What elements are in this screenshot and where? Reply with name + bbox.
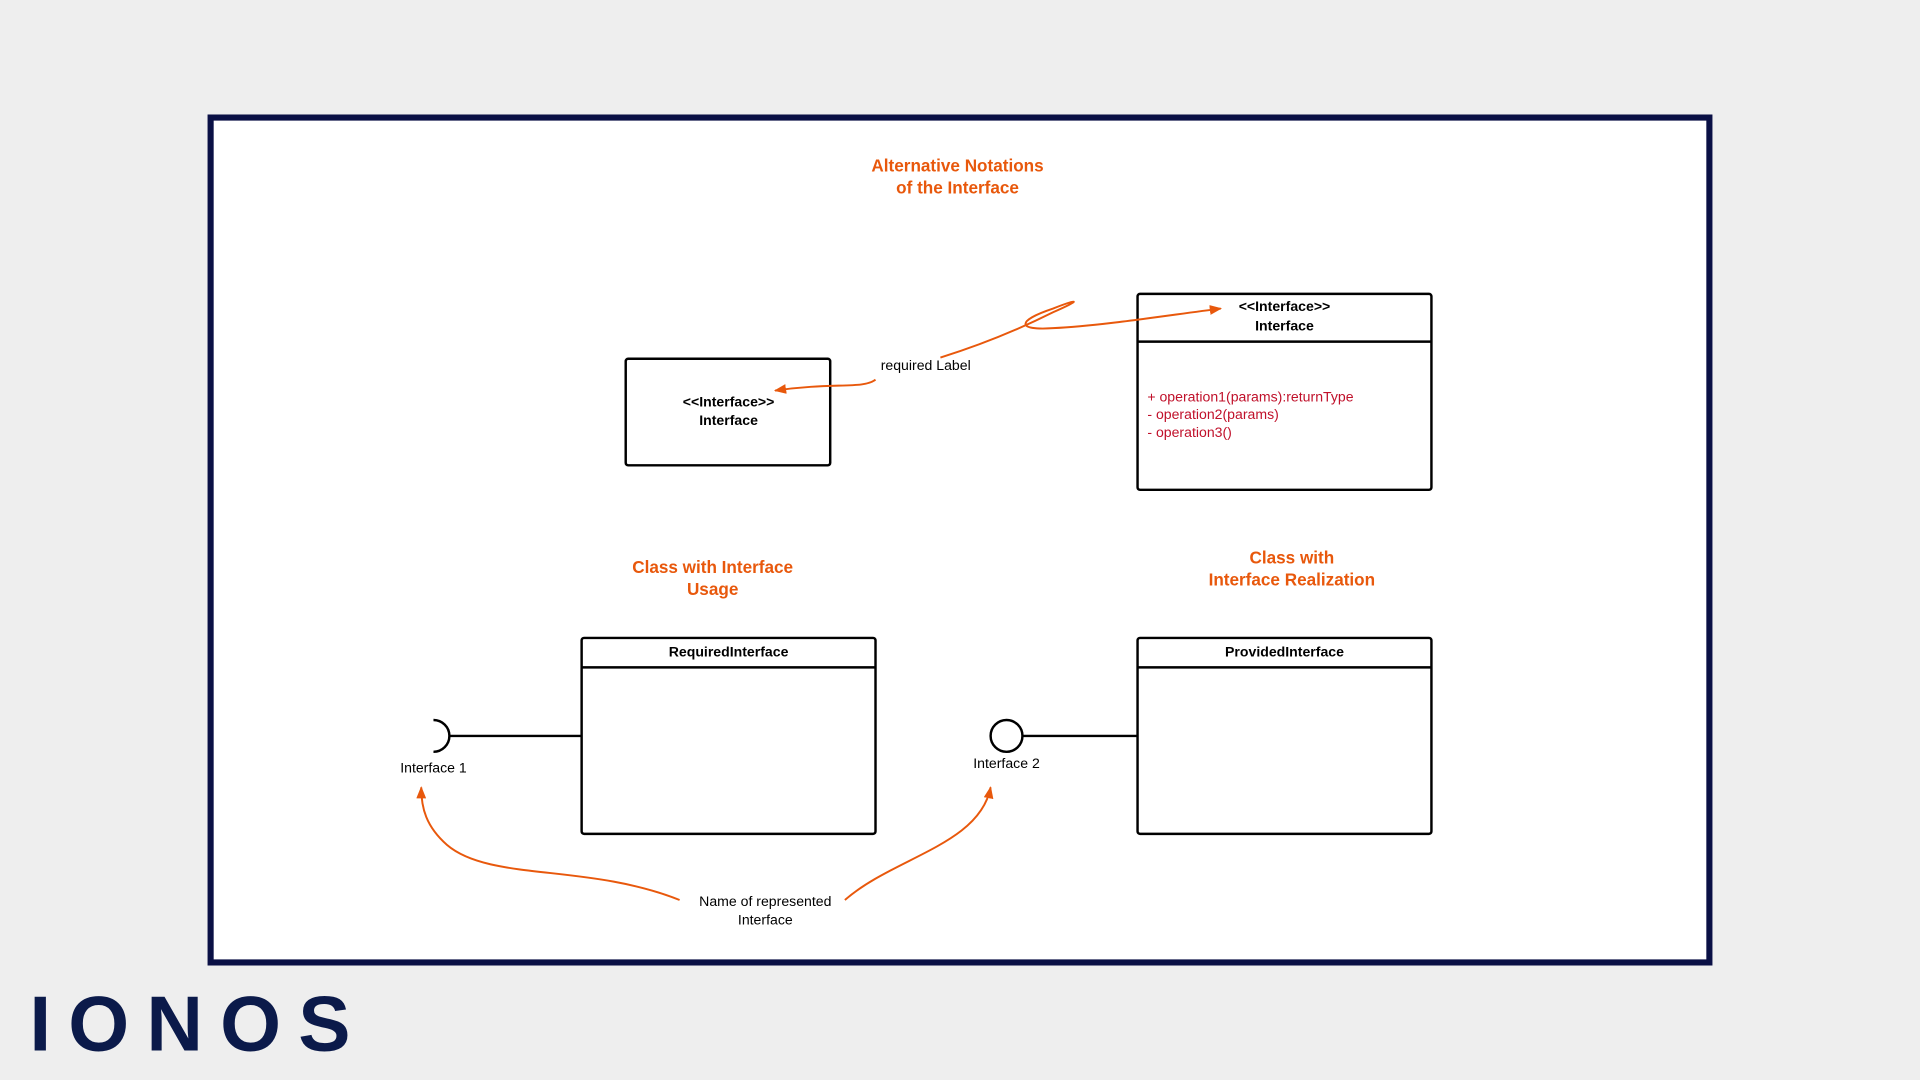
svg-text:Class with Interface: Class with Interface: [632, 557, 793, 577]
provided-interface-class[interactable]: ProvidedInterface: [1136, 636, 1433, 836]
arrow-to-full-interface: [940, 300, 1223, 359]
ionos-logo: IONOS: [29, 980, 367, 1068]
arrow-to-interface-1: [416, 786, 680, 901]
svg-text:Interface: Interface: [1255, 318, 1314, 334]
operation: - operation2(params): [1147, 406, 1278, 422]
interface-1-label: Interface 1: [400, 760, 467, 776]
arrow-to-simple-interface: [773, 378, 877, 394]
svg-text:Alternative Notations: Alternative Notations: [871, 155, 1043, 175]
annotation-label: Name of represented Interface: [699, 893, 831, 927]
required-label: required Label: [881, 357, 971, 373]
svg-text:RequiredInterface: RequiredInterface: [669, 643, 789, 659]
svg-text:Interface Realization: Interface Realization: [1209, 569, 1376, 589]
arrow-to-interface-2: [844, 786, 994, 901]
svg-text:Class with: Class with: [1249, 547, 1334, 567]
diagram-frame: [207, 114, 1713, 966]
title-realization: Class with Interface Realization: [1209, 547, 1376, 589]
title-usage: Class with Interface Usage: [632, 557, 793, 599]
svg-text:Usage: Usage: [687, 579, 738, 599]
operation: + operation1(params):returnType: [1147, 389, 1353, 405]
full-interface-box[interactable]: <<Interface>> Interface + operation1(par…: [1136, 292, 1433, 492]
title-alternative: Alternative Notations of the Interface: [871, 155, 1043, 197]
svg-text:of the Interface: of the Interface: [896, 177, 1019, 197]
simple-interface-box[interactable]: <<Interface>> Interface: [624, 357, 832, 467]
svg-text:<<Interface>>: <<Interface>>: [683, 394, 775, 410]
required-interface-class[interactable]: RequiredInterface: [580, 636, 877, 836]
svg-text:<<Interface>>: <<Interface>>: [1239, 298, 1331, 314]
svg-text:Name of represented: Name of represented: [699, 893, 831, 909]
operation: - operation3(): [1147, 424, 1232, 440]
svg-text:Interface: Interface: [738, 911, 793, 927]
interface-2-label: Interface 2: [973, 755, 1040, 771]
svg-text:ProvidedInterface: ProvidedInterface: [1225, 643, 1344, 659]
svg-text:Interface: Interface: [699, 412, 758, 428]
lollipop-icon: [989, 718, 1024, 754]
